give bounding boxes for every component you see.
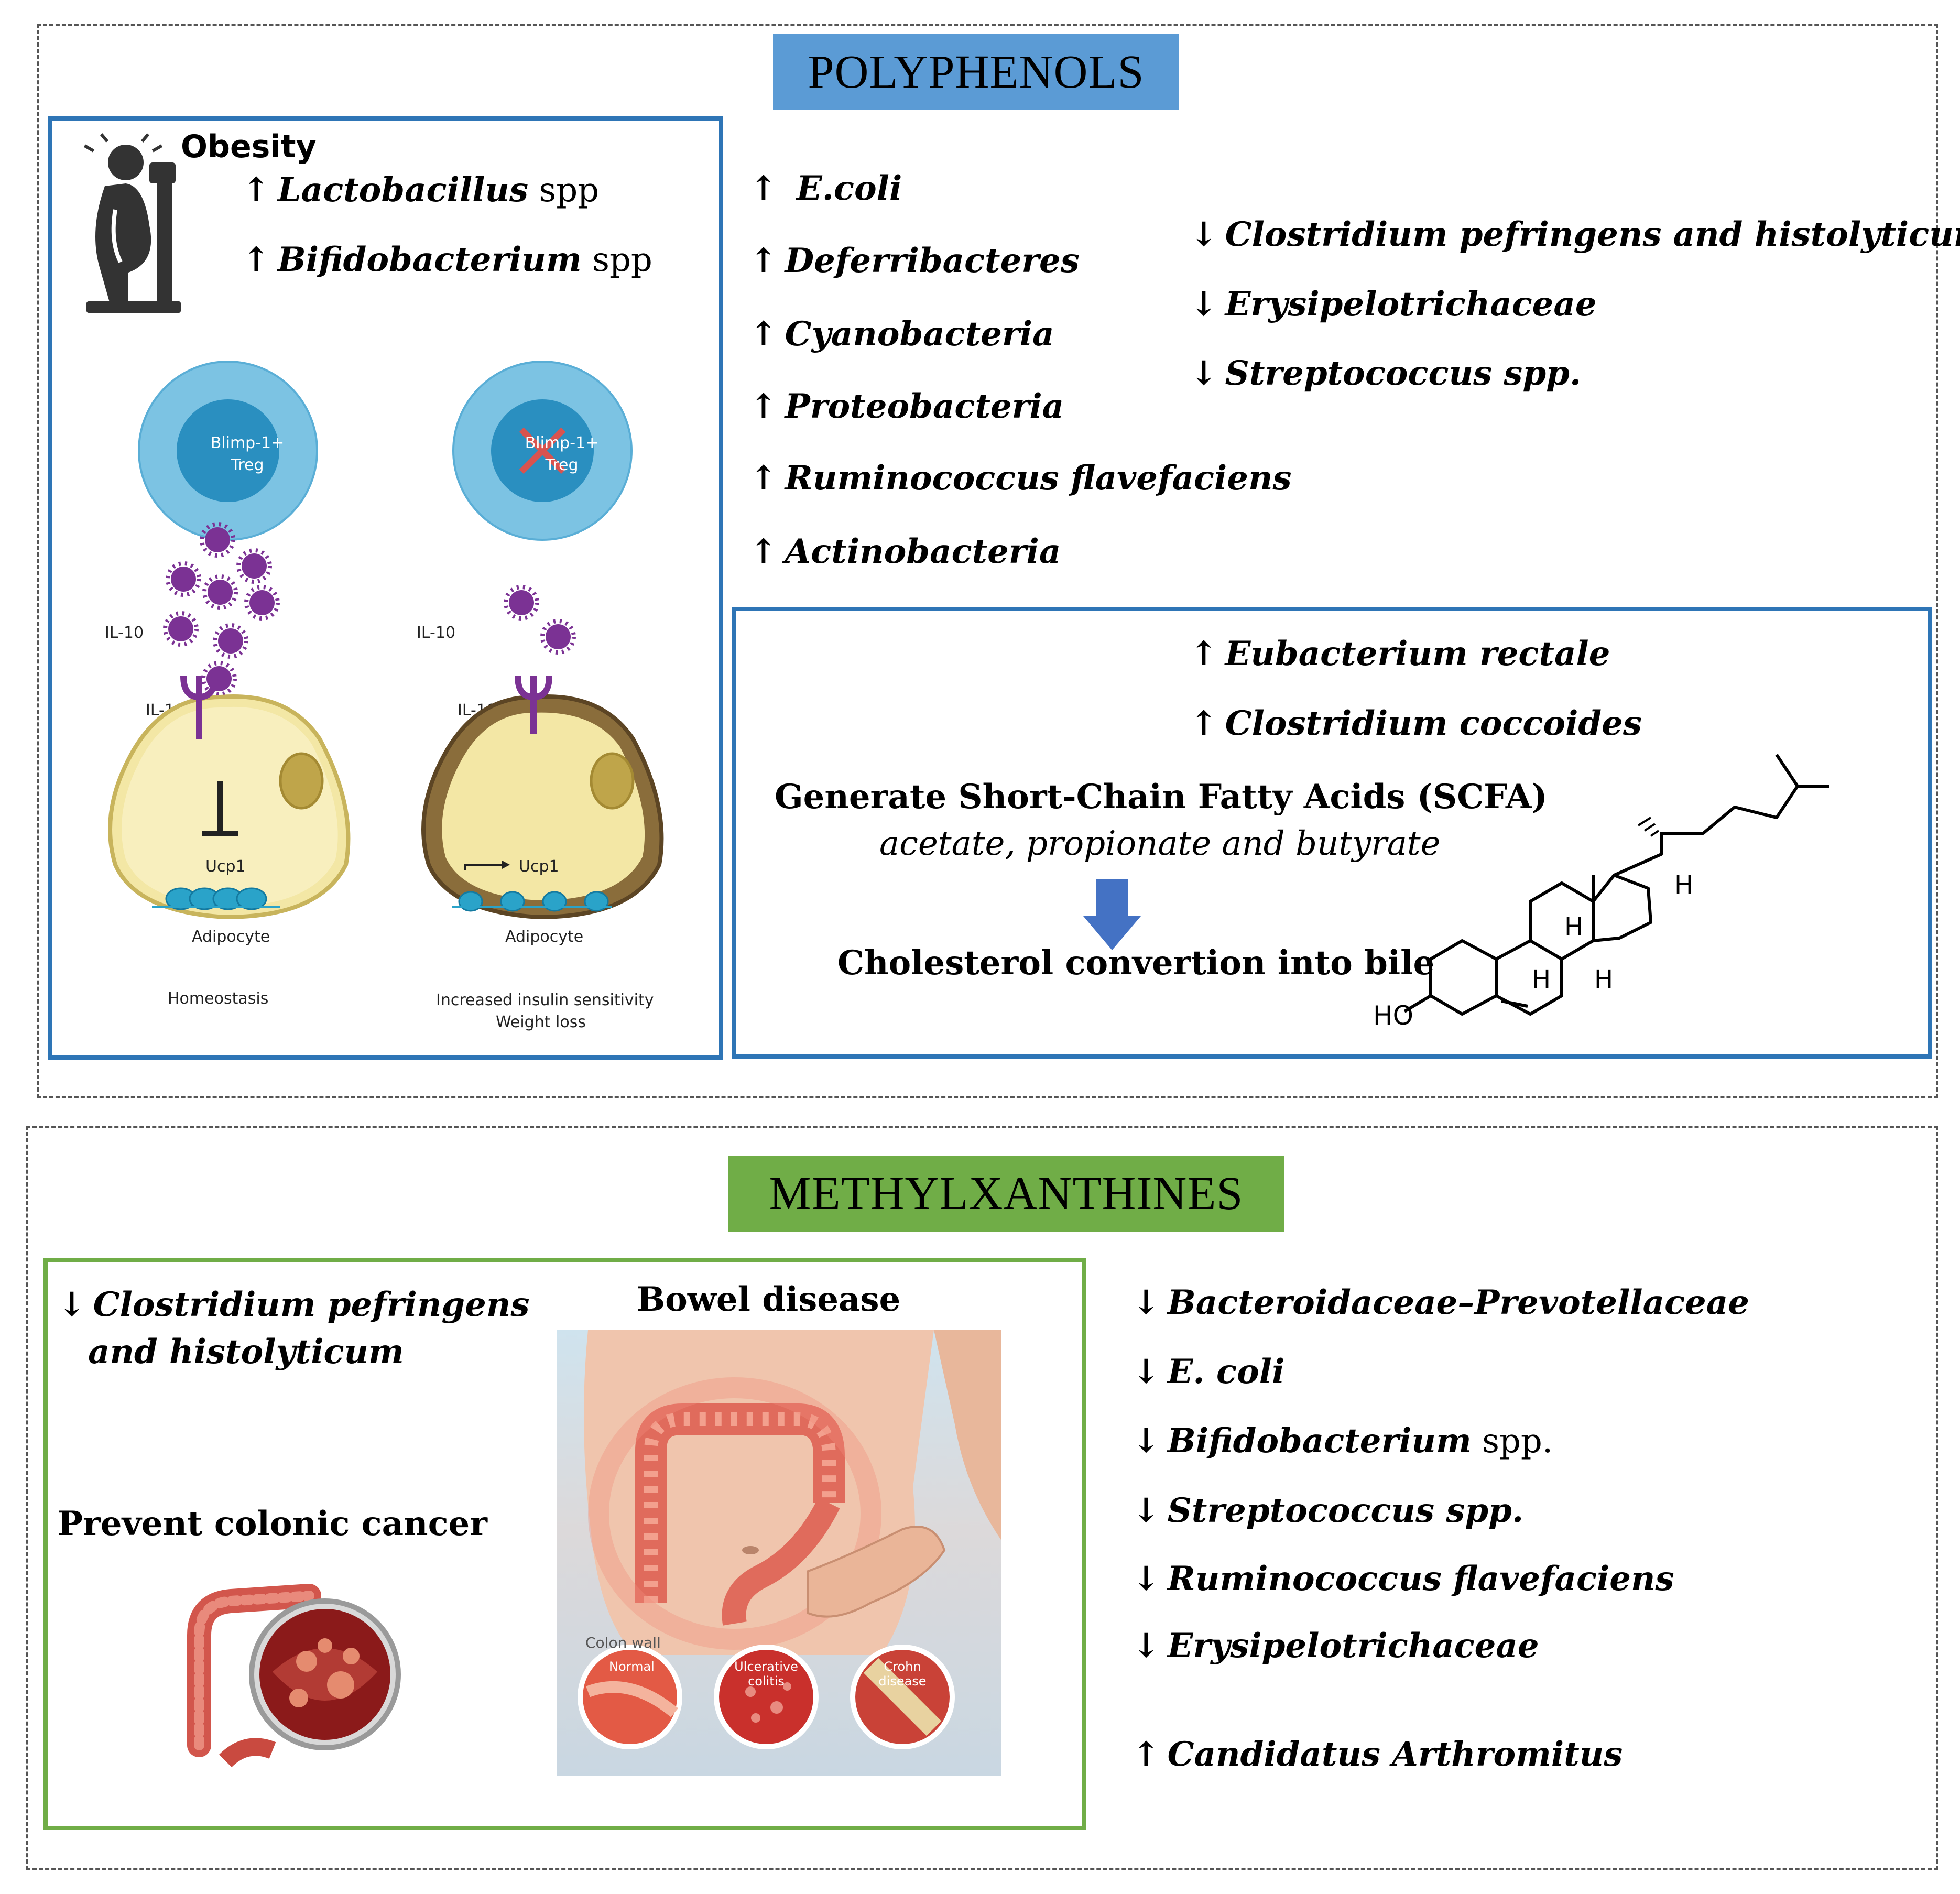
arrow-down-icon: ↓ xyxy=(1190,215,1218,254)
methylxanthines-title-text: METHYLXANTHINES xyxy=(769,1168,1244,1220)
arrow-down-icon: ↓ xyxy=(1132,1352,1160,1391)
ulcerative-label: Ulcerative colitis xyxy=(734,1659,798,1689)
normal-label: Normal xyxy=(609,1659,655,1674)
adipocyte-right xyxy=(421,676,664,920)
obesity-heading: Obesity xyxy=(181,128,317,165)
arrow-up-icon: ↑ xyxy=(749,241,778,280)
h-label-2: H xyxy=(1564,912,1583,942)
methyl-panel-clostridium: ↓Clostridium pefringens and histolyticum xyxy=(58,1285,530,1371)
colon-wall-label: Colon wall xyxy=(585,1634,661,1651)
il10-label-left: IL-10 xyxy=(105,624,144,642)
crohn-label: Crohn disease xyxy=(878,1659,927,1689)
arrow-up-icon: ↑ xyxy=(749,387,778,426)
methyl-panel xyxy=(43,1258,1086,1830)
ucp1-label-left: Ucp1 xyxy=(205,857,246,876)
poly-increase-deferribacteres: ↑Deferribacteres xyxy=(749,241,1080,280)
down-arrow-icon xyxy=(1083,879,1141,950)
h-label-1: H xyxy=(1674,870,1693,900)
methyl-list-candidatus: ↑Candidatus Arthromitus xyxy=(1132,1735,1623,1774)
methylxanthines-section xyxy=(26,1126,1938,1870)
arrow-up-icon: ↑ xyxy=(749,532,778,571)
poly-decrease-clostridium: ↓Clostridium pefringens and histolyticum xyxy=(1190,215,1960,254)
methyl-list-streptococcus: ↓Streptococcus spp. xyxy=(1132,1491,1524,1530)
poly-increase-actinobacteria: ↑Actinobacteria xyxy=(749,532,1061,571)
poly-increase-ruminococcus: ↑Ruminococcus flavefaciens xyxy=(749,459,1292,498)
polyphenols-title: POLYPHENOLS xyxy=(773,34,1179,110)
treg-cell-blocked xyxy=(452,361,633,541)
cholesterol-structure: HO H H H H xyxy=(1373,754,1829,1031)
arrow-up-icon: ↑ xyxy=(1190,634,1218,673)
scfa-item-eubacterium: ↑Eubacterium rectale xyxy=(1190,634,1610,673)
adipocyte-label-left: Adipocyte xyxy=(192,928,270,946)
arrow-down-icon: ↓ xyxy=(58,1285,86,1324)
polyphenols-title-text: POLYPHENOLS xyxy=(808,46,1145,98)
adipocyte-left xyxy=(108,676,351,920)
adipocyte-label-right: Adipocyte xyxy=(505,928,584,946)
treg-label-right: Blimp-1+ Treg xyxy=(525,434,599,474)
prevent-colonic-cancer: Prevent colonic cancer xyxy=(58,1504,487,1543)
scfa-acids-text: acetate, propionate and butyrate xyxy=(879,824,1441,863)
h-label-3: H xyxy=(1532,965,1551,994)
cholesterol-text: Cholesterol convertion into bile xyxy=(837,943,1435,983)
arrow-up-icon: ↑ xyxy=(749,169,778,208)
obesity-item-bifidobacterium: ↑Bifidobacterium spp xyxy=(242,240,652,279)
arrow-up-icon: ↑ xyxy=(749,459,778,498)
obese-person-icon xyxy=(83,133,181,313)
colon-cancer-illustration xyxy=(187,1584,401,1768)
scfa-panel xyxy=(732,607,1932,1059)
bowel-disease-heading: Bowel disease xyxy=(637,1280,901,1319)
poly-increase-proteobacteria: ↑Proteobacteria xyxy=(749,387,1064,426)
methyl-list-ecoli: ↓E. coli xyxy=(1132,1352,1285,1391)
arrow-up-icon: ↑ xyxy=(1132,1735,1160,1774)
arrow-down-icon: ↓ xyxy=(1132,1559,1160,1598)
arrow-up-icon: ↑ xyxy=(1190,704,1218,743)
scfa-item-clostridium: ↑Clostridium coccoides xyxy=(1190,704,1642,743)
obesity-panel xyxy=(48,116,723,1060)
bowel-disease-illustration: Colon wall Normal Ulcerative colitis Cro… xyxy=(557,1330,1001,1776)
poly-decrease-erysipelotrichaceae: ↓Erysipelotrichaceae xyxy=(1190,285,1597,324)
arrow-down-icon: ↓ xyxy=(1132,1421,1160,1461)
poly-increase-cyanobacteria: ↑Cyanobacteria xyxy=(749,314,1054,354)
caption-homeostasis: Homeostasis xyxy=(168,989,269,1008)
arrow-down-icon: ↓ xyxy=(1190,285,1218,324)
obesity-item-lactobacillus: ↑Lactobacillus spp xyxy=(242,170,600,210)
il10-label-right: IL-10 xyxy=(417,624,456,642)
caption-insulin: Increased insulin sensitivity Weight los… xyxy=(436,991,654,1031)
methylxanthines-title: METHYLXANTHINES xyxy=(728,1156,1284,1232)
treg-label-left: Blimp-1+ Treg xyxy=(210,434,285,474)
poly-increase-ecoli: ↑ E.coli xyxy=(749,169,902,208)
arrow-down-icon: ↓ xyxy=(1132,1491,1160,1530)
arrow-down-icon: ↓ xyxy=(1132,1283,1160,1322)
poly-decrease-streptococcus: ↓Streptococcus spp. xyxy=(1190,354,1582,393)
il10-particles-left xyxy=(163,522,280,696)
arrow-down-icon: ↓ xyxy=(1132,1626,1160,1666)
arrow-up-icon: ↑ xyxy=(242,170,270,210)
treg-cell-homeostasis xyxy=(138,361,318,541)
ucp1-label-right: Ucp1 xyxy=(519,857,559,876)
arrow-up-icon: ↑ xyxy=(749,314,778,354)
methyl-list-erysipelotrichaceae: ↓Erysipelotrichaceae xyxy=(1132,1626,1539,1666)
h-label-4: H xyxy=(1594,965,1613,994)
ho-label: HO xyxy=(1373,1000,1413,1031)
methyl-list-bacteroidaceae: ↓Bacteroidaceae–Prevotellaceae xyxy=(1132,1283,1749,1322)
arrow-up-icon: ↑ xyxy=(242,240,270,279)
methyl-list-bifidobacterium: ↓Bifidobacterium spp. xyxy=(1132,1421,1553,1461)
il10-particles-right xyxy=(504,585,576,655)
scfa-generate-text: Generate Short-Chain Fatty Acids (SCFA) xyxy=(775,777,1548,817)
methyl-list-ruminococcus: ↓Ruminococcus flavefaciens xyxy=(1132,1559,1674,1598)
arrow-down-icon: ↓ xyxy=(1190,354,1218,393)
polyphenols-section xyxy=(37,24,1938,1098)
